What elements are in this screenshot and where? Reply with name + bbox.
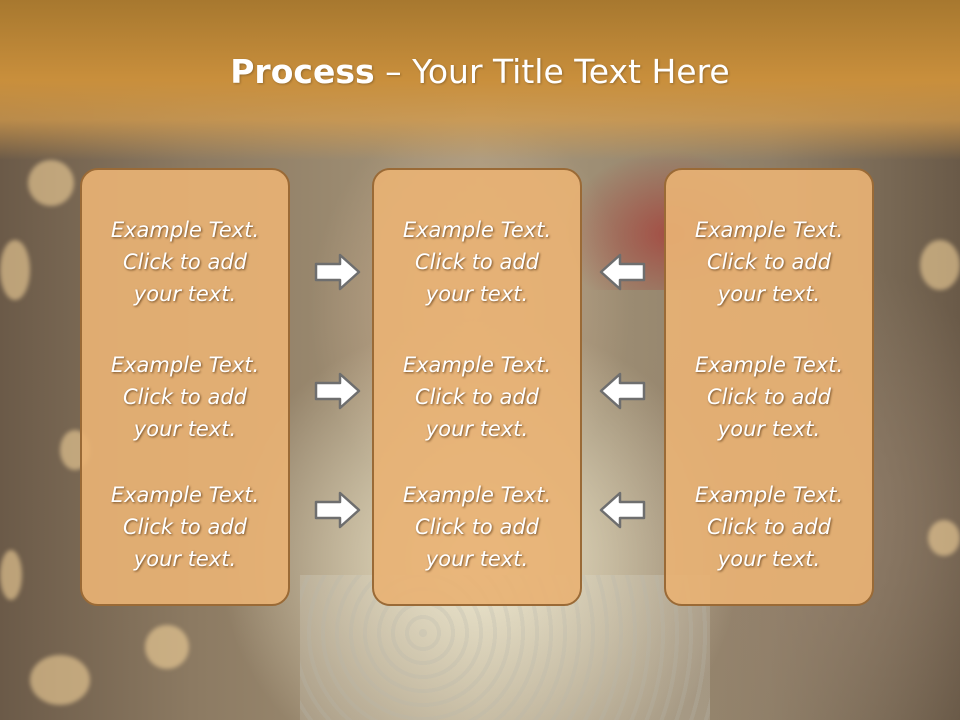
panel-text[interactable]: Example Text. Click to add your text. <box>666 349 872 445</box>
text-line: your text. <box>425 282 529 306</box>
bokeh-light <box>0 240 30 300</box>
text-line: Example Text. <box>694 353 844 377</box>
title-bar <box>0 0 960 160</box>
arrow-right-icon <box>314 372 361 410</box>
text-line: Example Text. <box>694 483 844 507</box>
arrow-right-icon <box>314 253 361 291</box>
text-line: your text. <box>717 282 821 306</box>
arrow-left-icon <box>599 253 646 291</box>
text-line: your text. <box>133 417 237 441</box>
text-line: Click to add <box>414 250 539 274</box>
panel-center[interactable]: Example Text. Click to add your text. Ex… <box>372 168 582 606</box>
arrow-right-icon <box>314 491 361 529</box>
bokeh-light <box>928 520 960 556</box>
text-line: Click to add <box>706 515 831 539</box>
text-line: your text. <box>717 547 821 571</box>
text-line: Example Text. <box>110 483 260 507</box>
text-line: your text. <box>133 282 237 306</box>
panel-text[interactable]: Example Text. Click to add your text. <box>666 479 872 575</box>
bokeh-light <box>920 240 960 290</box>
panel-text[interactable]: Example Text. Click to add your text. <box>82 479 288 575</box>
text-line: Example Text. <box>694 218 844 242</box>
text-line: Click to add <box>122 385 247 409</box>
slide-title[interactable]: Process – Your Title Text Here <box>0 52 960 91</box>
panel-text[interactable]: Example Text. Click to add your text. <box>374 214 580 310</box>
panel-text[interactable]: Example Text. Click to add your text. <box>82 214 288 310</box>
text-line: your text. <box>425 547 529 571</box>
text-line: Click to add <box>706 250 831 274</box>
text-line: your text. <box>425 417 529 441</box>
bokeh-light <box>145 625 189 669</box>
panel-left[interactable]: Example Text. Click to add your text. Ex… <box>80 168 290 606</box>
arrow-left-icon <box>599 372 646 410</box>
title-rest: – Your Title Text Here <box>374 52 730 91</box>
text-line: your text. <box>717 417 821 441</box>
text-line: Click to add <box>706 385 831 409</box>
panel-text[interactable]: Example Text. Click to add your text. <box>374 349 580 445</box>
arrow-left-icon <box>599 491 646 529</box>
bokeh-light <box>28 160 74 206</box>
text-line: Click to add <box>122 515 247 539</box>
panel-text[interactable]: Example Text. Click to add your text. <box>82 349 288 445</box>
bokeh-light <box>30 655 90 705</box>
text-line: Example Text. <box>110 353 260 377</box>
title-bold: Process <box>230 52 375 91</box>
text-line: Click to add <box>414 515 539 539</box>
bokeh-light <box>0 550 22 600</box>
text-line: your text. <box>133 547 237 571</box>
panel-text[interactable]: Example Text. Click to add your text. <box>666 214 872 310</box>
panel-text[interactable]: Example Text. Click to add your text. <box>374 479 580 575</box>
panel-right[interactable]: Example Text. Click to add your text. Ex… <box>664 168 874 606</box>
text-line: Click to add <box>414 385 539 409</box>
text-line: Example Text. <box>402 483 552 507</box>
text-line: Example Text. <box>402 353 552 377</box>
text-line: Example Text. <box>110 218 260 242</box>
text-line: Click to add <box>122 250 247 274</box>
text-line: Example Text. <box>402 218 552 242</box>
